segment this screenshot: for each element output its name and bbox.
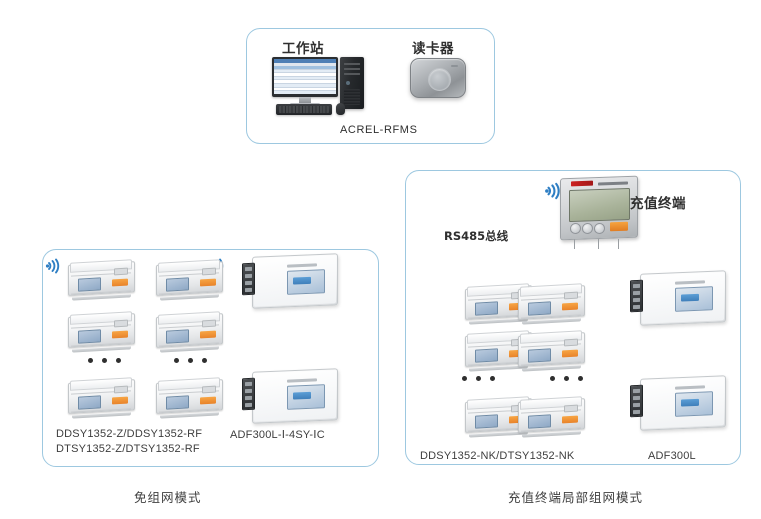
din-rail-energy-meter [515,328,587,372]
card-reader-title: 读卡器 [412,41,454,57]
ellipsis-dots [174,358,207,363]
monitor-stand [299,97,311,103]
rs485-bus-label: RS485总线 [444,229,509,243]
adf300l-wall-box [630,270,726,326]
card-slot [610,221,628,232]
ellipsis-dots [88,358,121,363]
adf300l-wall-box [242,368,338,424]
brand-logo [571,180,593,187]
keyboard-icon [276,104,332,115]
adf300l-wall-box [242,253,338,309]
terminal-connector-strip [242,262,255,296]
din-rail-energy-meter [515,394,587,438]
left-adf-model: ADF300L-Ⅰ-4SY-ⅠC [230,429,325,441]
ellipsis-dots [550,376,583,381]
left-mode-label: 免组网模式 [134,490,202,505]
din-rail-energy-meter [65,375,137,419]
recharge-terminal [560,175,638,249]
left-meter-model-line2: DTSY1352-Z/DTSY1352-RF [56,443,200,455]
wireless-signal-icon [543,180,565,202]
terminal-connector-strip [630,384,643,418]
left-meter-model-line1: DDSY1352-Z/DDSY1352-RF [56,428,203,440]
din-rail-energy-meter [153,375,225,419]
right-meter-model: DDSY1352-NK/DTSY1352-NK [420,450,575,462]
din-rail-energy-meter [153,309,225,353]
din-rail-energy-meter [153,257,225,301]
wireless-signal-icon [44,256,64,276]
workstation-title: 工作站 [282,41,324,57]
ellipsis-dots [462,376,495,381]
din-rail-energy-meter [65,309,137,353]
terminal-legs [560,239,638,249]
card-reader-ring [428,68,451,91]
terminal-connector-strip [630,279,643,313]
monitor-bezel [272,57,338,97]
mouse-icon [336,103,345,115]
right-adf-model: ADF300L [648,450,696,462]
recharge-terminal-label: 充值终端 [630,196,686,212]
terminal-lcd [569,187,630,223]
din-rail-energy-meter [65,257,137,301]
monitor-screen [274,59,336,94]
right-mode-label: 充值终端局部组网模式 [508,490,644,505]
din-rail-energy-meter [515,281,587,325]
monitor-icon [272,57,338,109]
system-name-label: ACREL-RFMS [340,124,418,136]
card-reader-icon [410,58,466,98]
pc-tower-icon [340,57,364,109]
adf300l-wall-box [630,375,726,431]
terminal-connector-strip [242,377,255,411]
